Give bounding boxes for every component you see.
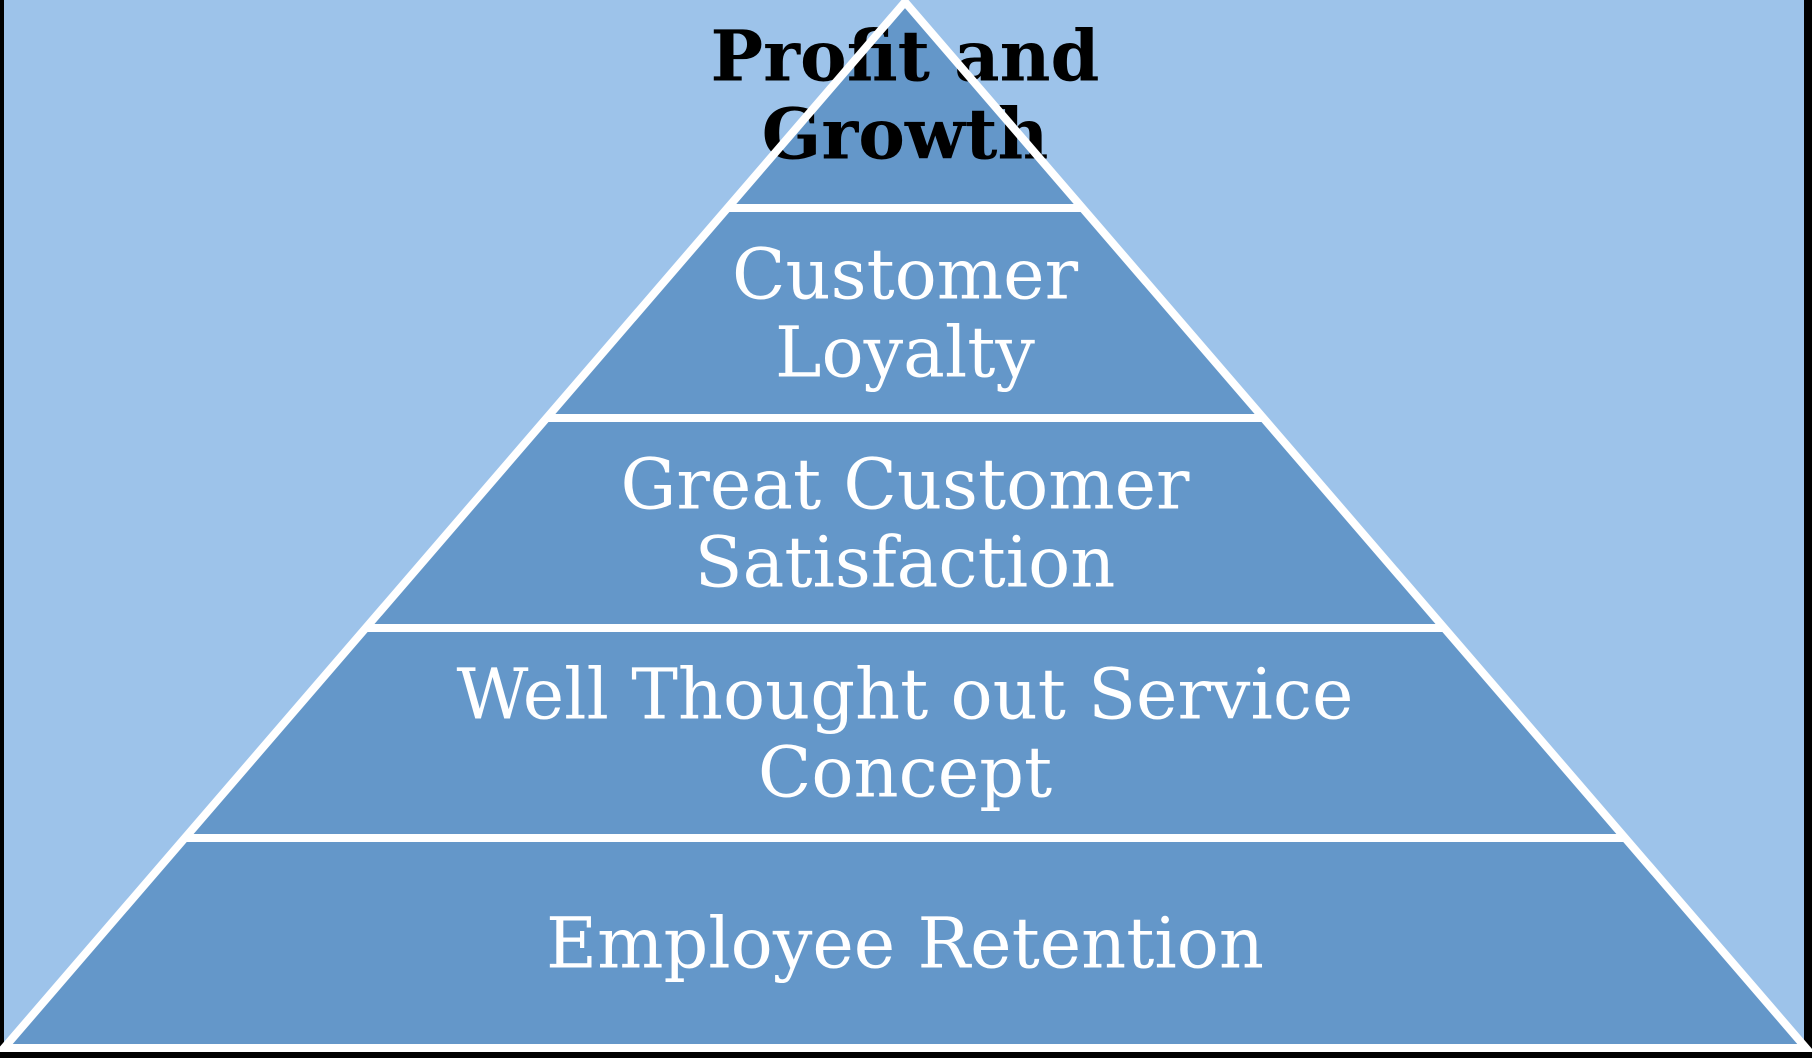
pyramid-tier-label: Employee Retention: [546, 903, 1264, 985]
tier-label-line: Profit and: [711, 15, 1100, 98]
tier-label-line: Loyalty: [775, 312, 1035, 394]
tier-label-line: Great Customer: [620, 444, 1190, 526]
pyramid-body: [4, 2, 1806, 1048]
tier-label-line: Growth: [762, 93, 1049, 176]
tier-label-line: Employee Retention: [546, 903, 1264, 985]
tier-label-line: Concept: [758, 732, 1052, 814]
tier-label-line: Satisfaction: [695, 522, 1116, 604]
tier-label-line: Well Thought out Service: [457, 654, 1354, 736]
tier-label-line: Customer: [732, 234, 1079, 316]
